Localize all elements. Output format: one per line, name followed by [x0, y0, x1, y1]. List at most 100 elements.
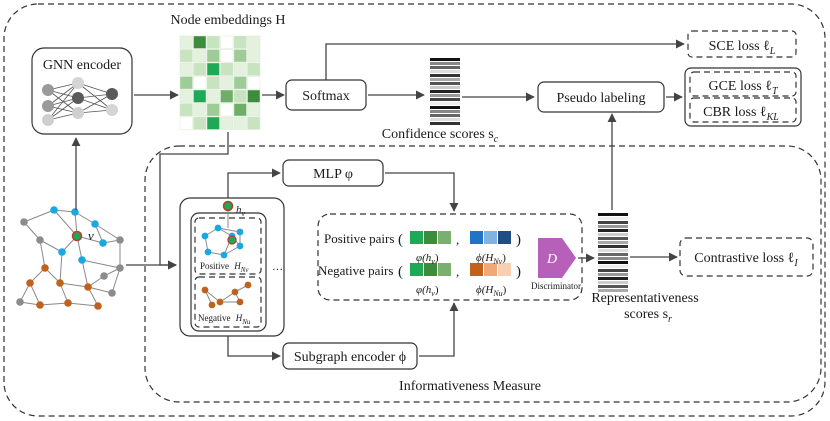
pos-open-paren: (: [398, 232, 403, 248]
score-bar: [430, 114, 460, 117]
graph-node: [100, 272, 108, 280]
hv-sub: v: [242, 209, 246, 218]
score-bar: [598, 225, 628, 228]
graph-edge: [53, 209, 78, 237]
embedding-cell: [179, 62, 193, 76]
graph-node: [20, 218, 28, 226]
sce-loss-sub: L: [769, 46, 776, 57]
embedding-cell: [220, 89, 234, 103]
embedding-cell: [193, 62, 207, 76]
positive-center-node: [227, 235, 237, 245]
positive-h-sub: Nv: [240, 266, 250, 274]
graph-node: [78, 256, 86, 264]
neural-network-icon: [42, 77, 118, 126]
embedding-cell: [193, 35, 207, 49]
cbr-loss-label: CBR loss ℓ: [703, 105, 767, 120]
embedding-cell: [233, 49, 247, 63]
embedding-cell: [220, 49, 234, 63]
cbr-loss-box: [689, 97, 797, 123]
mlp-box: [282, 159, 384, 187]
svg-text:ϕ(HNv): ϕ(HNv): [476, 252, 506, 266]
embedding-cell: [233, 35, 247, 49]
negative-subgraph-node: [244, 281, 252, 289]
neg-comma: ,: [456, 264, 459, 279]
negative-label: Negative: [198, 313, 230, 323]
cbr-loss-sub: KL: [766, 112, 780, 123]
graph-node: [99, 239, 107, 247]
embedding-cell: [179, 103, 193, 117]
negative-subgraph: [201, 281, 252, 309]
negative-pairs-label: Negative pairs: [318, 263, 393, 278]
score-bar: [430, 82, 460, 85]
score-bar: [430, 62, 460, 65]
contrastive-loss-sub: I: [793, 258, 798, 269]
embedding-cell: [233, 76, 247, 90]
graph-node: [64, 299, 72, 307]
pseudo-labeling-box: [537, 81, 665, 113]
embedding-cell: [179, 49, 193, 63]
subgraph-embedding-block: [498, 263, 511, 276]
embedding-cell: [247, 103, 261, 117]
hv-embedding-block: [424, 263, 437, 276]
input-graph: [16, 206, 124, 310]
score-bar: [598, 265, 628, 268]
pos-phi-hv-sub: v: [431, 257, 435, 266]
informativeness-measure-label: Informativeness Measure: [399, 379, 541, 394]
softmax-label: Softmax: [302, 89, 349, 104]
score-bar: [430, 110, 460, 113]
pos-Phi-hnv-close: ): [502, 252, 506, 264]
svg-text:Contrastive loss ℓI: Contrastive loss ℓI: [694, 251, 798, 269]
embedding-cell: [206, 89, 220, 103]
graph-node: [26, 279, 34, 287]
score-bar: [430, 98, 460, 101]
score-bar: [598, 249, 628, 252]
graph-edge: [111, 267, 121, 294]
score-bar: [598, 285, 628, 288]
representativeness-label-1: Representativeness: [591, 291, 698, 306]
score-bar: [430, 118, 460, 121]
embedding-cell: [179, 35, 193, 49]
score-bar: [598, 221, 628, 224]
sce-loss-box: [687, 30, 797, 58]
pseudo-labeling-label: Pseudo labeling: [556, 91, 645, 106]
confidence-scores-sub: c: [494, 134, 499, 145]
pairs-box: [317, 213, 583, 301]
graph-node: [36, 236, 44, 244]
neg-open-paren: (: [398, 264, 403, 280]
representativeness-sub: r: [668, 314, 672, 325]
graph-node: [116, 236, 124, 244]
score-bar: [598, 269, 628, 272]
informativeness-frame: [144, 145, 822, 403]
representativeness-scores-bars: [598, 213, 628, 292]
graph-edge: [59, 282, 89, 288]
score-bar: [430, 66, 460, 69]
embedding-cell: [179, 89, 193, 103]
graph-node: [50, 206, 58, 214]
embedding-cell: [206, 116, 220, 130]
discriminator-letter: D: [546, 252, 557, 267]
arrow-sampler-to-encoder: [227, 336, 281, 361]
score-bar: [430, 122, 460, 125]
graph-node: [16, 298, 24, 306]
positive-subgraph-node: [236, 242, 244, 250]
pos-comma: ,: [456, 232, 459, 247]
svg-text:CBR loss ℓKL: CBR loss ℓKL: [703, 105, 779, 123]
hv-embedding-block: [410, 231, 423, 244]
arrow-mlp-to-pairs: [385, 172, 459, 212]
pos-Phi-hnv-sub: Nv: [492, 257, 502, 266]
pair-embedding-blocks: [410, 231, 511, 276]
neg-Phi-hnu-sub: Nu: [492, 289, 502, 298]
negative-subgraph-node: [216, 298, 224, 306]
neg-close-paren: ): [516, 264, 521, 280]
arrow-encoder-to-pairs: [419, 302, 459, 357]
embedding-cell: [220, 62, 234, 76]
graph-edge: [29, 282, 41, 306]
positive-subgraph-node: [201, 232, 209, 240]
graph-edge: [74, 211, 96, 225]
embedding-cell: [179, 116, 193, 130]
positive-pairs-label: Positive pairs: [324, 231, 394, 246]
graph-edge: [59, 251, 63, 284]
subgraph-encoder-box: [282, 342, 418, 370]
positive-subgraph-edge: [217, 227, 241, 233]
embedding-cell: [247, 76, 261, 90]
